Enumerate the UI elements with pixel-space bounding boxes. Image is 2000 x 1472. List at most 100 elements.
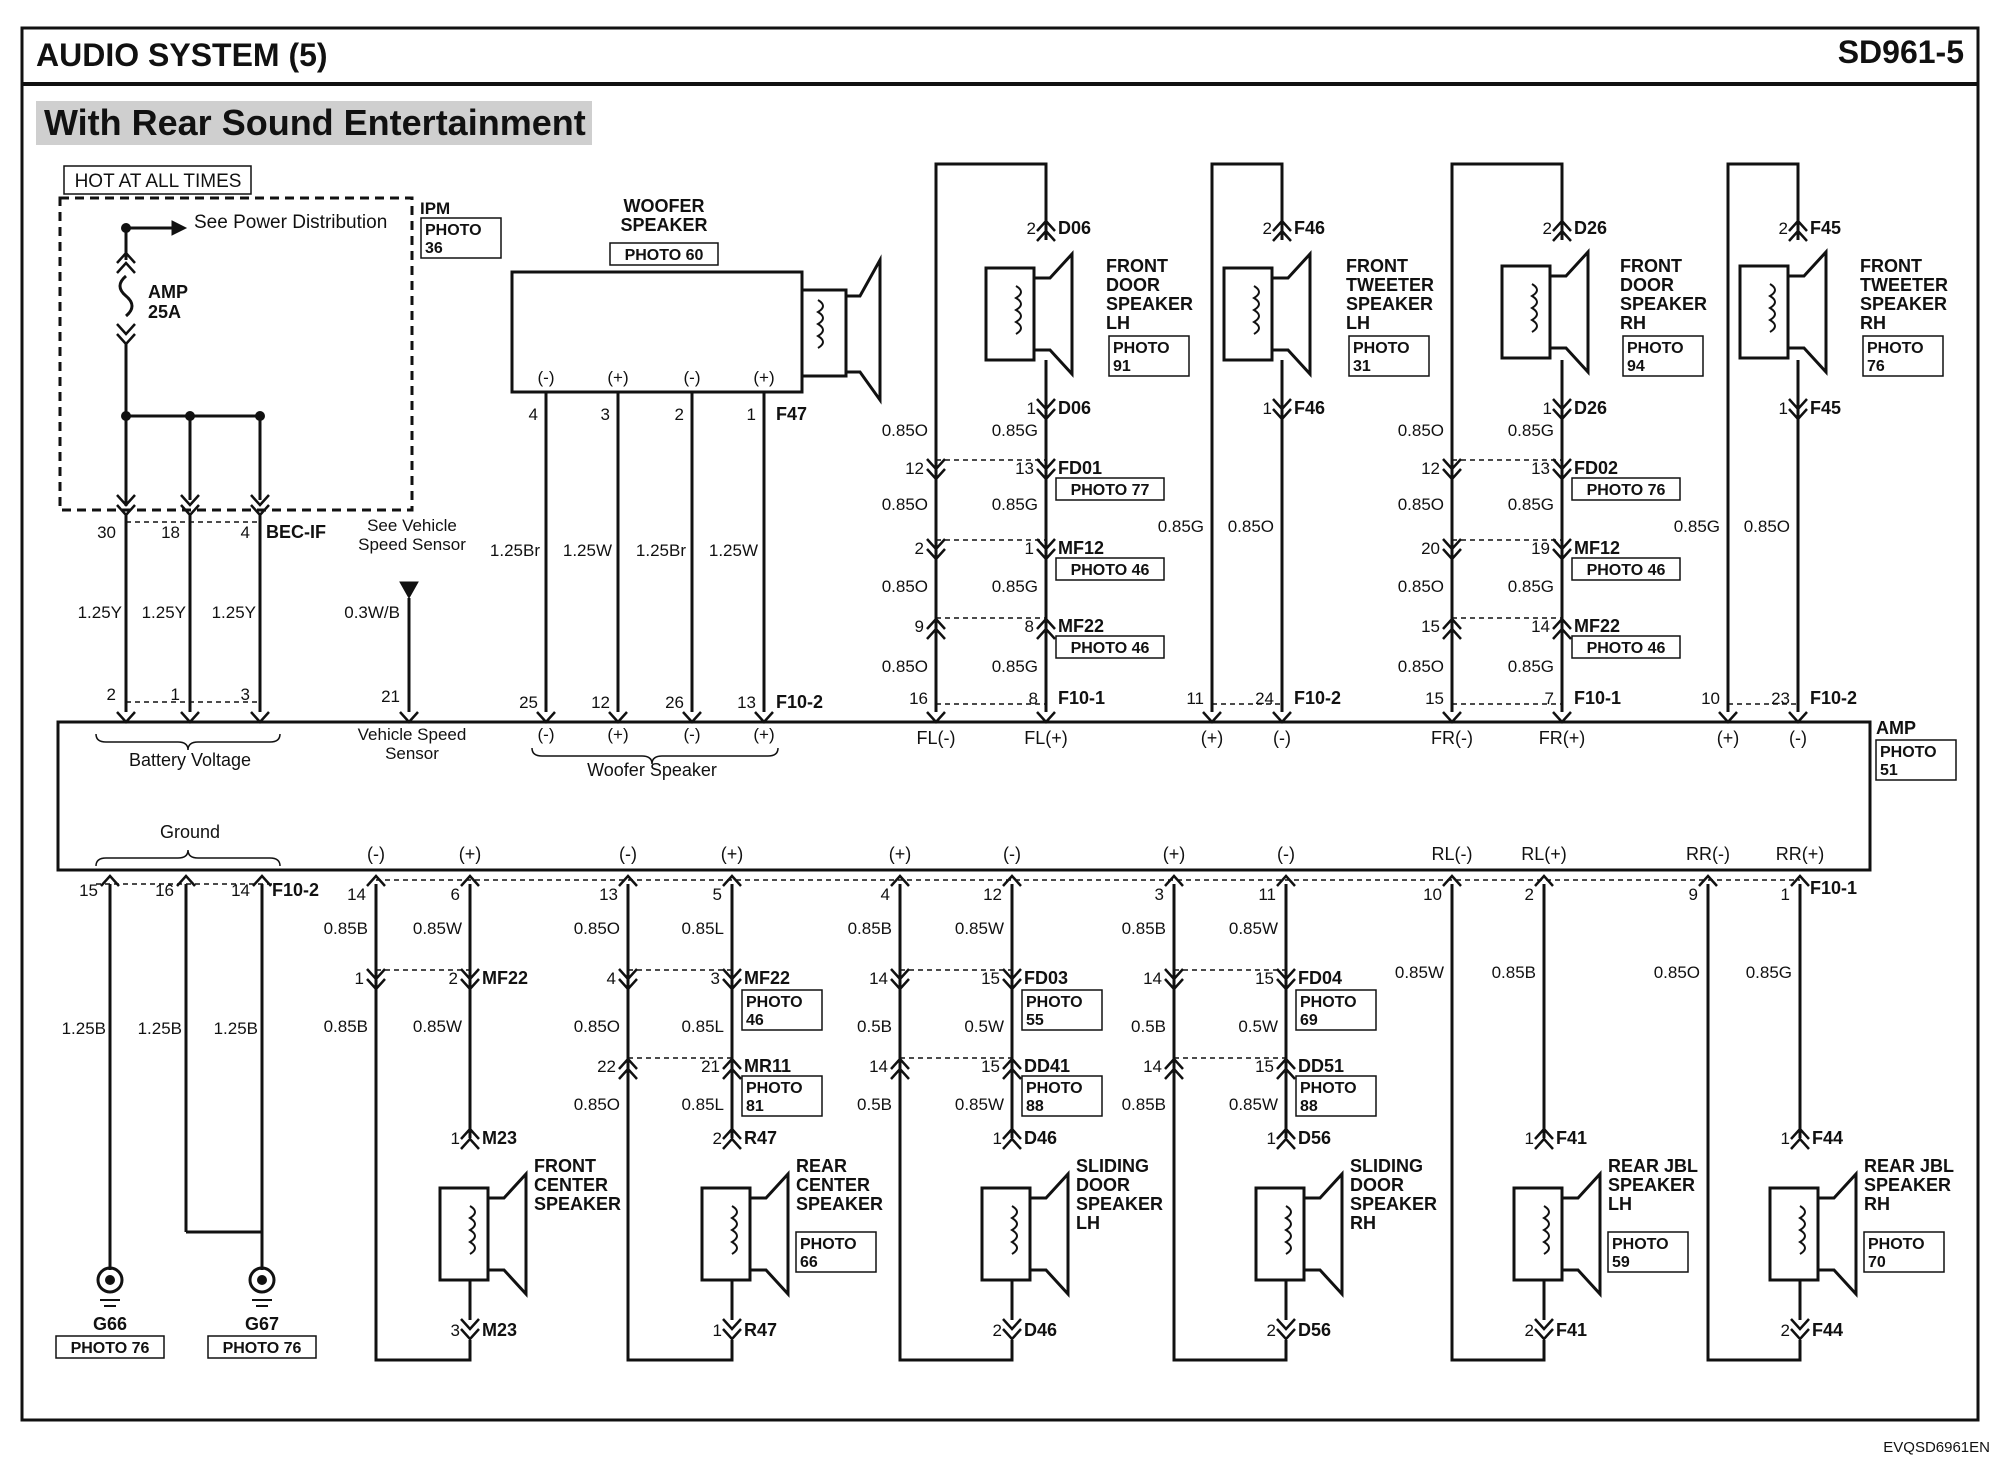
inline-terminal [1036, 468, 1056, 481]
amp-pin-number: 5 [713, 885, 722, 904]
inline-terminal [722, 968, 742, 981]
inline-terminal [1276, 978, 1296, 991]
rear-speaker-5-terminal [1534, 1137, 1554, 1150]
amp-terminal [1164, 874, 1184, 887]
amp-channel-label: (-) [367, 844, 385, 864]
ipm-terminal [180, 494, 200, 507]
rear-speaker-1-pin: 1 [451, 1129, 460, 1148]
front-speaker-1-pin: 1 [1027, 399, 1036, 418]
rear-speaker-3-terminal [1002, 1328, 1022, 1341]
wire-color-label: 0.85O [882, 495, 928, 514]
ground-point-photo-label: PHOTO 76 [71, 1340, 150, 1357]
inline-connector-photo-label: PHOTO 46 [1071, 640, 1150, 657]
inline-connector-photo-label: PHOTO 76 [1587, 482, 1666, 499]
wire-color-label: 0.85W [955, 919, 1004, 938]
front-speaker-4-name: TWEETER [1860, 275, 1948, 295]
wire-color-label: 0.5B [857, 1017, 892, 1036]
ipm-photo-label: PHOTO [425, 222, 482, 239]
amp-pin-number: 15 [79, 881, 98, 900]
front-speaker-4-terminal [1788, 219, 1808, 232]
inline-connector-photo-box [1295, 1075, 1377, 1117]
rear-speaker-3-terminal [1002, 1318, 1022, 1331]
inline-connector-photo-box [1295, 989, 1377, 1031]
rear-speaker-1-terminal [460, 1137, 480, 1150]
amp-channel-label: FR(-) [1431, 728, 1473, 748]
rear-speaker-5-terminal [1534, 1328, 1554, 1341]
inline-pin: 14 [1143, 969, 1162, 988]
ipm-pin-number: 30 [97, 523, 116, 542]
amp-pin-number: 14 [231, 881, 250, 900]
wire-color-label: 0.85G [992, 495, 1038, 514]
woofer-pin-number: 4 [529, 405, 538, 424]
front-speaker-2-name: TWEETER [1346, 275, 1434, 295]
front-speaker-3-pin: 1 [1543, 399, 1552, 418]
front-speaker-4-photo-label: 76 [1867, 358, 1885, 375]
wire-color-label: 0.85O [882, 657, 928, 676]
amp-channel-label: RR(-) [1686, 844, 1730, 864]
wire-color-label: 0.85O [574, 1095, 620, 1114]
see-vehicle-speed-sensor: See Vehicle [367, 516, 457, 535]
front-speaker-4-pin: 2 [1779, 219, 1788, 238]
amp-pin-number: 9 [1689, 885, 1698, 904]
wire-color-label: 1.25B [214, 1019, 258, 1038]
inline-terminal [926, 468, 946, 481]
front-speaker-4-horn [1788, 248, 1828, 376]
banner-bg [36, 101, 592, 145]
inline-terminal [1442, 627, 1462, 640]
woofer-polarity: (+) [753, 368, 774, 387]
rear-speaker-6-name: REAR JBL [1864, 1156, 1954, 1176]
amp-channel-label: FL(+) [1024, 728, 1068, 748]
amp-polarity: (+) [753, 725, 774, 744]
rear-speaker-6-photo-box [1863, 1231, 1945, 1273]
fuse-terminal [116, 261, 136, 274]
rear-speaker-2-photo-box [795, 1231, 877, 1273]
wire-color-label: 1.25B [62, 1019, 106, 1038]
rear-speaker-2-name: REAR [796, 1156, 847, 1176]
inline-pin: 14 [869, 1057, 888, 1076]
amp-channel-label: (+) [889, 844, 912, 864]
amp-channel-label: (-) [1003, 844, 1021, 864]
front-speaker-3-coil [1530, 283, 1538, 333]
wire-color-label: 0.85G [1746, 963, 1792, 982]
rear-speaker-3-pin: 2 [993, 1321, 1002, 1340]
rear-speaker-6-name: SPEAKER [1864, 1175, 1951, 1195]
front-speaker-4-pin: 1 [1779, 399, 1788, 418]
woofer-photo-box [609, 242, 719, 266]
wire-color-label: 1.25B [138, 1019, 182, 1038]
ipm-terminal [250, 494, 270, 507]
ground-point-name: G67 [245, 1314, 279, 1334]
inline-pin: 21 [701, 1057, 720, 1076]
ground-icon [96, 1266, 124, 1294]
wire-color-label: 0.5B [1131, 1017, 1166, 1036]
amp-connector-name: F10-2 [1810, 688, 1857, 708]
inline-connector-name: DD41 [1024, 1056, 1070, 1076]
amp-terminal [460, 874, 480, 887]
ground-point-photo-box [207, 1335, 317, 1359]
front-speaker-4-terminal [1788, 408, 1808, 421]
rear-speaker-4-connector: D56 [1298, 1128, 1331, 1148]
amp-channel-label: RL(+) [1521, 844, 1567, 864]
inline-terminal [722, 1057, 742, 1070]
battery-voltage-label: Battery Voltage [129, 750, 251, 770]
ground-icon [257, 1275, 267, 1285]
amp-channel-label: FL(-) [917, 728, 956, 748]
wire-color-label: 1.25Br [636, 541, 686, 560]
wire-color-label: 0.85G [1508, 577, 1554, 596]
rear-speaker-5-name: LH [1608, 1194, 1632, 1214]
inline-connector-name: MF12 [1058, 538, 1104, 558]
amp-channel-label: (+) [1163, 844, 1186, 864]
front-speaker-4-coil [1768, 283, 1776, 333]
inline-terminal [460, 968, 480, 981]
woofer-name: WOOFER [624, 196, 705, 216]
ground-point-name: G66 [93, 1314, 127, 1334]
inline-pin: 19 [1531, 539, 1550, 558]
inline-terminal [926, 538, 946, 551]
amp-terminal [722, 874, 742, 887]
inline-terminal [926, 458, 946, 471]
amp-pin-number: 26 [665, 693, 684, 712]
rear-speaker-5-body [1512, 1186, 1564, 1282]
front-speaker-1-horn [1034, 250, 1074, 378]
rear-speaker-5-photo-box [1607, 1231, 1689, 1273]
front-speaker-1-terminal [1036, 219, 1056, 232]
inline-terminal [1552, 538, 1572, 551]
